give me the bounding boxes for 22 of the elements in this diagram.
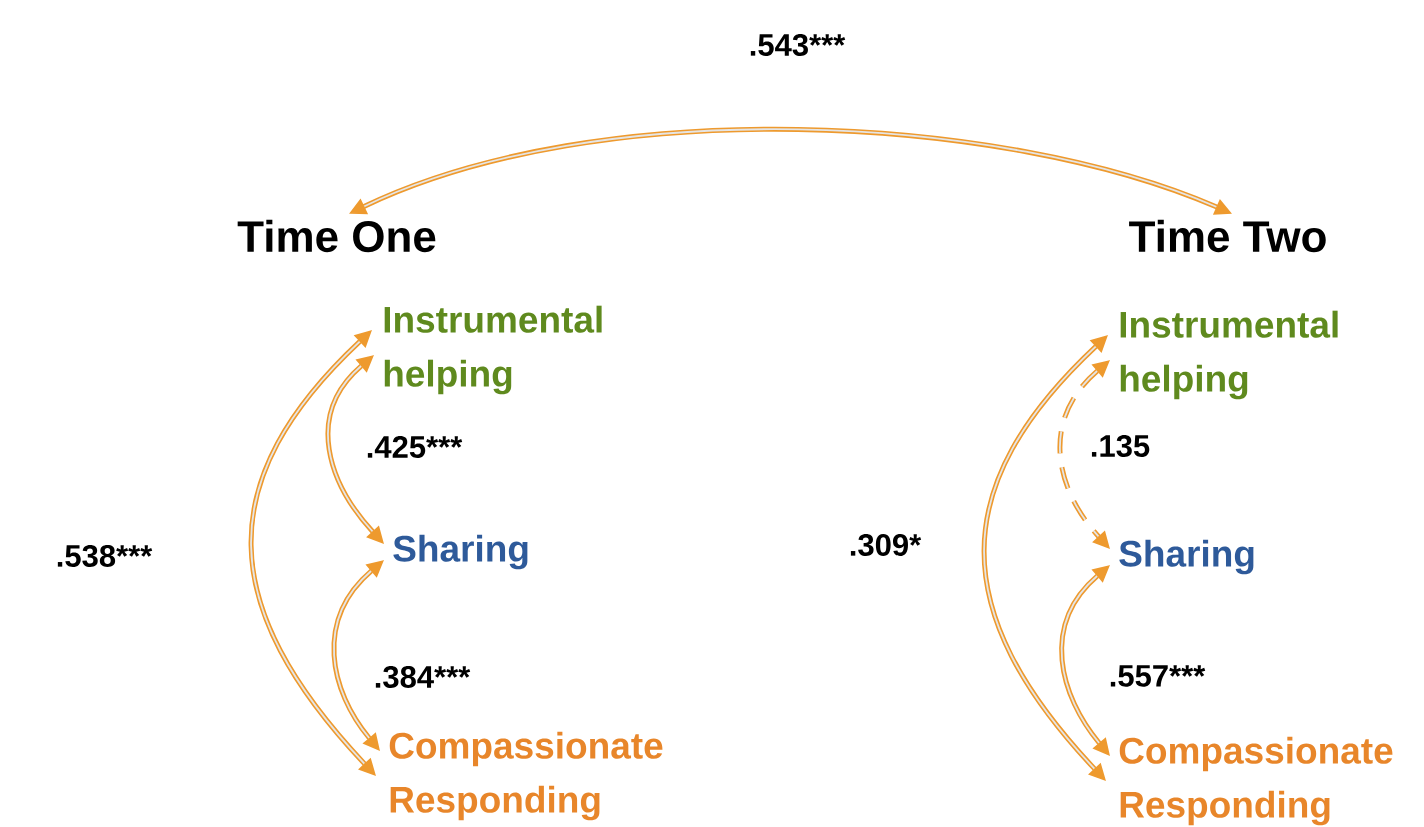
edge-label: .425*** xyxy=(363,434,465,460)
double-arrow xyxy=(1059,565,1110,756)
double-arrow xyxy=(325,355,384,544)
variable-label: Sharing xyxy=(393,534,528,570)
double-arrow xyxy=(248,330,376,776)
variable-label: Instrumental helping xyxy=(384,305,602,395)
variable-label: Compassionate Responding xyxy=(389,731,663,821)
double-arrow xyxy=(1057,360,1110,549)
edge-label: .557*** xyxy=(1106,663,1208,689)
edge-label: .135 xyxy=(1087,433,1153,459)
double-arrow xyxy=(331,560,384,751)
variable-label: Instrumental helping xyxy=(1120,310,1338,400)
edge-label: .384*** xyxy=(371,664,473,690)
double-arrow xyxy=(349,126,1232,215)
double-arrow xyxy=(981,335,1108,781)
edge-label: .538*** xyxy=(53,543,155,569)
variable-label: Time Two xyxy=(1129,219,1326,253)
variable-label: Compassionate Responding xyxy=(1119,736,1393,826)
variable-label: Time One xyxy=(237,219,436,253)
variable-label: Sharing xyxy=(1119,539,1254,575)
edge-label: .309* xyxy=(846,532,924,558)
edge-label: .543*** xyxy=(746,32,848,58)
